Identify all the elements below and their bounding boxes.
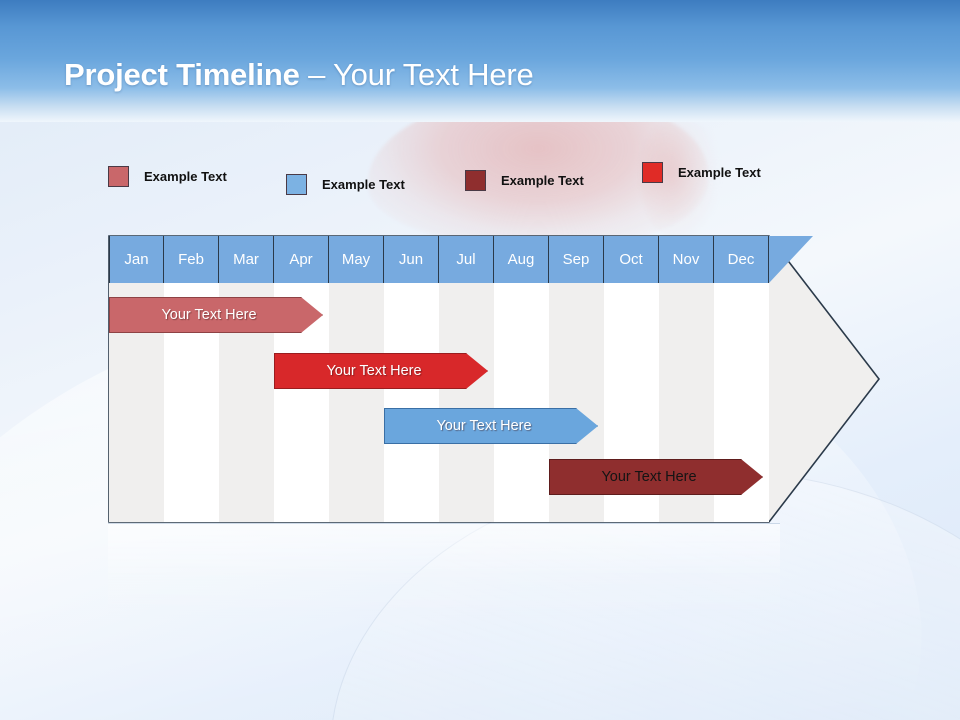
month-header-cell[interactable]: Sep (549, 236, 604, 283)
page-title-light: – Your Text Here (299, 57, 534, 92)
legend-item-label: Example Text (501, 173, 584, 188)
task-bar[interactable]: Your Text Here (384, 408, 598, 444)
task-bar[interactable]: Your Text Here (274, 353, 488, 389)
legend-item: Example Text (108, 166, 227, 187)
task-bar-label: Your Text Here (436, 418, 532, 434)
legend-item: Example Text (642, 162, 761, 183)
legend-item: Example Text (286, 174, 405, 195)
color-swatch-icon (465, 170, 486, 191)
task-bar-label: Your Text Here (161, 307, 257, 323)
month-header-cell[interactable]: Jan (109, 236, 164, 283)
task-bar-label: Your Text Here (601, 469, 697, 485)
timeline-column-cell (329, 283, 384, 522)
month-header-cell[interactable]: Dec (714, 236, 769, 283)
timeline-column-cell (494, 283, 549, 522)
page-title: Project Timeline – Your Text Here (64, 57, 534, 93)
month-header-cell[interactable]: Mar (219, 236, 274, 283)
month-header-cell[interactable]: Jun (384, 236, 439, 283)
timeline-column-cell (439, 283, 494, 522)
color-swatch-icon (642, 162, 663, 183)
month-header-cell[interactable]: Aug (494, 236, 549, 283)
month-header-cell[interactable]: Oct (604, 236, 659, 283)
color-swatch-icon (108, 166, 129, 187)
legend-item: Example Text (465, 170, 584, 191)
month-header-cell[interactable]: Jul (439, 236, 494, 283)
page-title-strong: Project Timeline (64, 57, 300, 92)
timeline-reflection (108, 523, 780, 620)
legend-item-label: Example Text (322, 177, 405, 192)
timeline-column-cell (384, 283, 439, 522)
legend-item-label: Example Text (678, 165, 761, 180)
month-header-cell[interactable]: Apr (274, 236, 329, 283)
month-header-cell[interactable]: May (329, 236, 384, 283)
task-bar[interactable]: Your Text Here (549, 459, 763, 495)
task-bar-label: Your Text Here (326, 363, 422, 379)
color-swatch-icon (286, 174, 307, 195)
month-header-cell[interactable]: Feb (164, 236, 219, 283)
title-band: Project Timeline – Your Text Here (0, 0, 960, 122)
legend-item-label: Example Text (144, 169, 227, 184)
task-bar[interactable]: Your Text Here (109, 297, 323, 333)
month-header-cell[interactable]: Nov (659, 236, 714, 283)
